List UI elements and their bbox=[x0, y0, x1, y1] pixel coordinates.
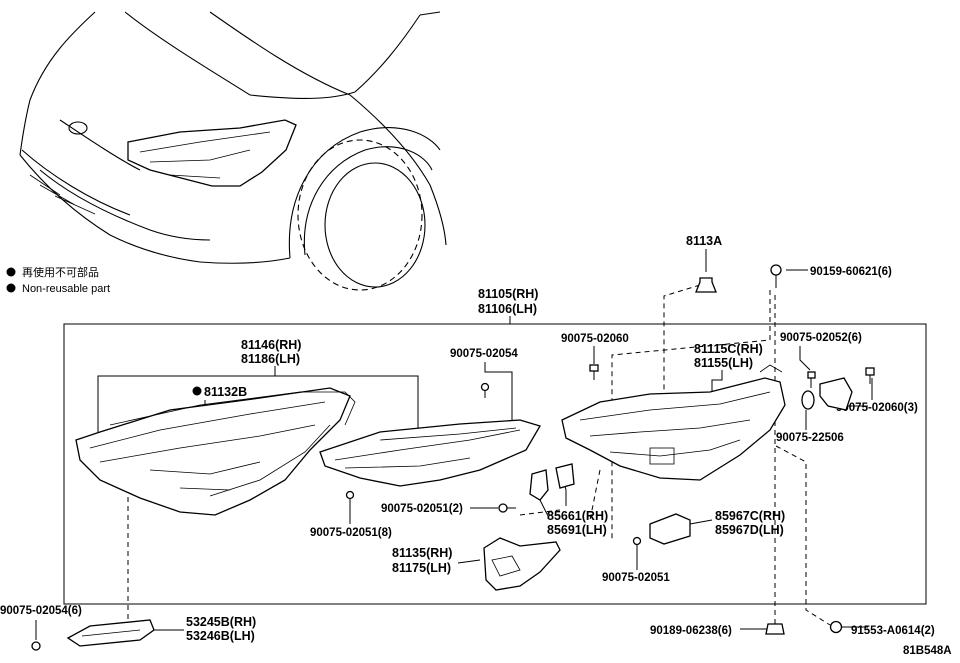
legend-en-text: Non-reusable part bbox=[22, 283, 110, 295]
label-90075-02052: 90075-02052(6) bbox=[780, 332, 862, 344]
label-90159-60621: 90159-60621(6) bbox=[810, 266, 892, 278]
part-labels: 8113A 90159-60621(6) 81105(RH) 81106(LH)… bbox=[0, 234, 952, 657]
part-90075-02060-3-screw bbox=[819, 367, 875, 411]
label-85967C: 85967C(RH) bbox=[715, 509, 785, 523]
label-85661: 85661(RH) bbox=[547, 509, 608, 523]
label-8113A: 8113A bbox=[686, 234, 722, 248]
label-90075-02060: 90075-02060 bbox=[561, 333, 629, 345]
part-90189-clip bbox=[765, 623, 785, 635]
assembly-frame bbox=[63, 323, 927, 605]
label-53245B: 53245B(RH) bbox=[186, 615, 256, 629]
part-81135-bracket bbox=[483, 537, 561, 591]
legend: 再使用不可部品 Non-reusable part bbox=[6, 265, 110, 295]
part-85661-bracket bbox=[529, 469, 549, 501]
part-90075-02052-screw bbox=[807, 371, 816, 388]
label-53246B: 53246B(LH) bbox=[186, 629, 255, 643]
legend-bullet-icon bbox=[6, 267, 16, 277]
label-90075-02051-8: 90075-02051(8) bbox=[310, 527, 392, 539]
label-81186: 81186(LH) bbox=[241, 352, 300, 366]
part-90075-22506-grommet bbox=[801, 390, 815, 410]
diagram-code: 81B548A bbox=[903, 645, 952, 657]
part-81146-headlamp-unit bbox=[75, 387, 356, 516]
part-90075-02051-2-screw bbox=[498, 503, 516, 513]
part-90075-02060-screw bbox=[589, 364, 599, 380]
label-81146: 81146(RH) bbox=[241, 338, 301, 352]
label-91553-A0614: 91553-A0614(2) bbox=[851, 625, 935, 637]
part-81115C-housing bbox=[561, 364, 786, 481]
part-90159-screw bbox=[770, 264, 782, 288]
label-90075-02054: 90075-02054 bbox=[450, 348, 518, 360]
label-81175: 81175(LH) bbox=[392, 561, 451, 575]
vehicle-front-illustration bbox=[19, 11, 447, 291]
label-85967D: 85967D(LH) bbox=[715, 523, 784, 537]
non-reusable-marker-icon bbox=[192, 386, 202, 396]
label-90075-22506: 90075-22506 bbox=[776, 432, 844, 444]
legend-bullet-icon bbox=[6, 283, 16, 293]
part-8113A-cap bbox=[695, 277, 717, 293]
part-headlamp-bezel bbox=[319, 419, 541, 487]
part-85661-module bbox=[555, 463, 575, 489]
part-90075-02054-6-screw bbox=[31, 641, 41, 651]
label-90189-06238: 90189-06238(6) bbox=[650, 625, 732, 637]
part-90075-02054-screw bbox=[480, 382, 490, 398]
label-81155: 81155(LH) bbox=[694, 356, 753, 370]
label-90075-02051-2: 90075-02051(2) bbox=[381, 503, 463, 515]
legend-jp-text: 再使用不可部品 bbox=[22, 265, 99, 279]
label-90075-02060-3: 90075-02060(3) bbox=[836, 402, 918, 414]
part-90075-02051-8-screw bbox=[345, 490, 355, 506]
part-85967C-module bbox=[649, 513, 691, 545]
part-91553-nut bbox=[829, 620, 843, 634]
label-81105: 81105(RH) bbox=[478, 287, 538, 301]
label-81106: 81106(LH) bbox=[478, 302, 537, 316]
label-85691: 85691(LH) bbox=[547, 523, 607, 537]
label-81132B: 81132B bbox=[204, 385, 247, 399]
label-81135: 81135(RH) bbox=[392, 546, 452, 560]
part-90075-02051-screw bbox=[632, 536, 642, 552]
label-90075-02051: 90075-02051 bbox=[602, 572, 670, 584]
label-90075-02054-6: 90075-02054(6) bbox=[0, 605, 82, 617]
